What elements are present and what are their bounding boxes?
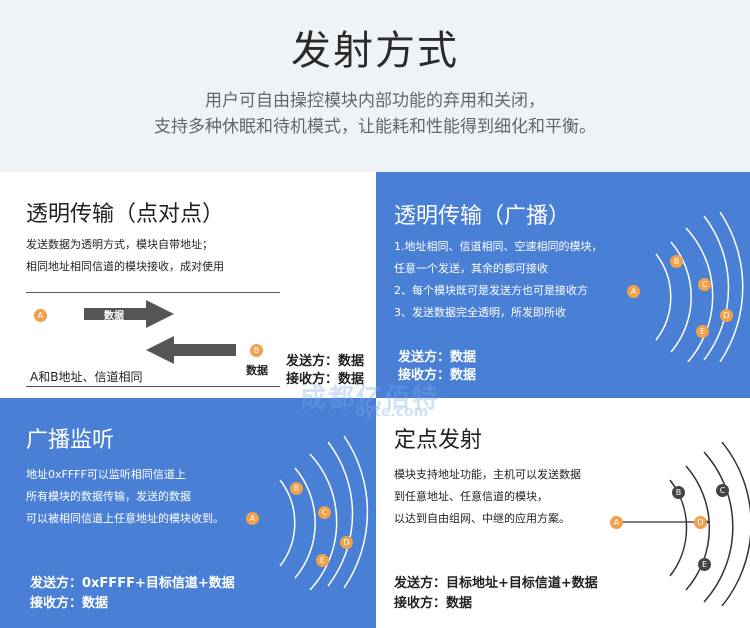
node-a: A — [627, 285, 640, 298]
desc-line-3: 以达到自由组网、中继的应用方案。 — [394, 512, 570, 525]
desc-line-2: 所有模块的数据传输，发送的数据 — [26, 490, 191, 503]
receiver-label: 接收方：数据 — [286, 372, 365, 387]
desc-line-1: 地址0xFFFF可以监听相同信道上 — [26, 468, 186, 481]
node-a: A — [610, 516, 623, 529]
panel-title: 透明传输（点对点） — [26, 202, 225, 227]
sender-label: 发送方：目标地址+目标信道+数据 — [394, 576, 598, 591]
node-e: E — [696, 325, 709, 338]
watermark-text: 成都亿佰特 — [300, 384, 441, 414]
desc-line-2: 相同地址相同信道的模块接收，成对使用 — [26, 260, 224, 273]
signal-waves — [616, 442, 750, 606]
arrow-right — [84, 300, 174, 328]
node-b: B — [672, 486, 685, 499]
node-e: E — [316, 554, 329, 567]
subtitle-line-1: 用户可自由操控模块内部功能的弃用和关闭， — [205, 91, 545, 111]
arrow-left — [146, 336, 236, 364]
node-c: C — [698, 278, 711, 291]
node-b: B — [250, 344, 263, 357]
desc-line-1: 模块支持地址功能，主机可以发送数据 — [394, 468, 581, 481]
desc-line-1: 1.地址相同、信道相同、空速相同的模块， — [394, 240, 603, 253]
divider-bottom — [26, 386, 280, 387]
desc-line-2: 任意一个发送，其余的都可接收 — [394, 262, 548, 275]
panel-title: 定点发射 — [394, 428, 483, 453]
desc-line-4: 3、发送数据完全透明，所发即所收 — [394, 306, 566, 319]
divider-top — [26, 292, 280, 293]
desc-line-1: 发送数据为透明方式，模块自带地址； — [26, 238, 213, 251]
receiver-label: 接收方：数据 — [394, 596, 473, 611]
receiver-label: 接收方：数据 — [30, 596, 109, 611]
node-d: D — [720, 309, 733, 322]
panel-broadcast: 透明传输（广播） 1.地址相同、信道相同、空速相同的模块， 任意一个发送，其余的… — [376, 172, 750, 398]
node-e: E — [698, 558, 711, 571]
signal-waves — [655, 212, 744, 362]
panel-fixed-point: 定点发射 模块支持地址功能，主机可以发送数据 到任意地址、任意信道的模块， 以达… — [376, 398, 750, 628]
header-banner: 发射方式 用户可自由操控模块内部功能的弃用和关闭， 支持多种休眠和待机模式，让能… — [0, 0, 750, 172]
subtitle-line-2: 支持多种休眠和待机模式，让能耗和性能得到细化和平衡。 — [154, 117, 596, 137]
node-a: A — [246, 512, 259, 525]
page-title: 发射方式 — [291, 28, 459, 74]
node-c: C — [318, 506, 331, 519]
sender-label: 发送方：数据 — [286, 354, 365, 369]
arrow-label: 数据 — [104, 311, 124, 322]
panel-broadcast-monitor: 广播监听 地址0xFFFF可以监听相同信道上 所有模块的数据传输，发送的数据 可… — [0, 398, 376, 628]
node-d: D — [694, 516, 707, 529]
data-label: 数据 — [246, 364, 268, 377]
desc-line-2: 到任意地址、任意信道的模块， — [394, 490, 548, 503]
panel-title: 广播监听 — [26, 428, 115, 453]
panel-point-to-point: 透明传输（点对点） 发送数据为透明方式，模块自带地址； 相同地址相同信道的模块接… — [0, 172, 376, 398]
receiver-label: 接收方：数据 — [398, 368, 477, 383]
watermark-url: byte.com — [355, 404, 429, 420]
node-d: D — [340, 536, 353, 549]
caption: A和B地址、信道相同 — [30, 370, 143, 384]
node-a: A — [34, 309, 47, 322]
node-c: C — [716, 484, 729, 497]
node-b: B — [670, 255, 683, 268]
node-b: B — [290, 482, 303, 495]
sender-label: 发送方：数据 — [398, 350, 477, 365]
desc-line-3: 2、每个模块既可是发送方也可是接收方 — [394, 284, 588, 297]
desc-line-3: 可以被相同信道上任意地址的模块收到。 — [26, 512, 224, 525]
sender-label: 发送方：0xFFFF+目标信道+数据 — [30, 576, 235, 591]
panel-title: 透明传输（广播） — [394, 204, 571, 229]
signal-waves — [279, 435, 369, 590]
